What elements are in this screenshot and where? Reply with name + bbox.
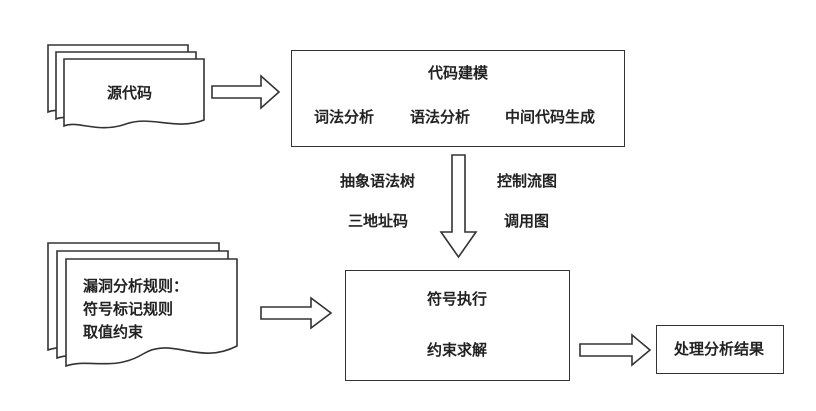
rules-line-1: 漏洞分析规则：: [83, 277, 189, 295]
arrow-rules-to-symbolic: [260, 296, 333, 330]
arrow-symbolic-to-result: [579, 333, 652, 367]
code-modeling-box: [291, 50, 625, 147]
control-flow-graph-label: 控制流图: [497, 172, 558, 190]
intermediate-code-label: 中间代码生成: [505, 108, 596, 126]
result-box: [656, 325, 784, 374]
rules-document-stack: [47, 242, 238, 368]
ast-label: 抽象语法树: [340, 172, 416, 190]
arrow-modeling-to-symbolic: [439, 154, 478, 259]
lexical-analysis-label: 词法分析: [314, 108, 375, 126]
call-graph-label: 调用图: [504, 212, 550, 230]
symbolic-execution-title: 符号执行: [427, 290, 488, 308]
rules-line-3: 取值约束: [83, 323, 144, 341]
rules-line-2: 符号标记规则: [83, 300, 174, 318]
result-label: 处理分析结果: [674, 340, 765, 358]
syntax-analysis-label: 语法分析: [410, 108, 471, 126]
source-code-label: 源代码: [107, 84, 153, 102]
constraint-solving-label: 约束求解: [427, 341, 488, 359]
code-modeling-title: 代码建模: [428, 64, 489, 82]
source-code-document-stack: [47, 44, 205, 129]
three-address-code-label: 三地址码: [348, 212, 409, 230]
arrow-source-to-modeling: [211, 74, 281, 110]
symbolic-execution-box: [345, 270, 570, 381]
